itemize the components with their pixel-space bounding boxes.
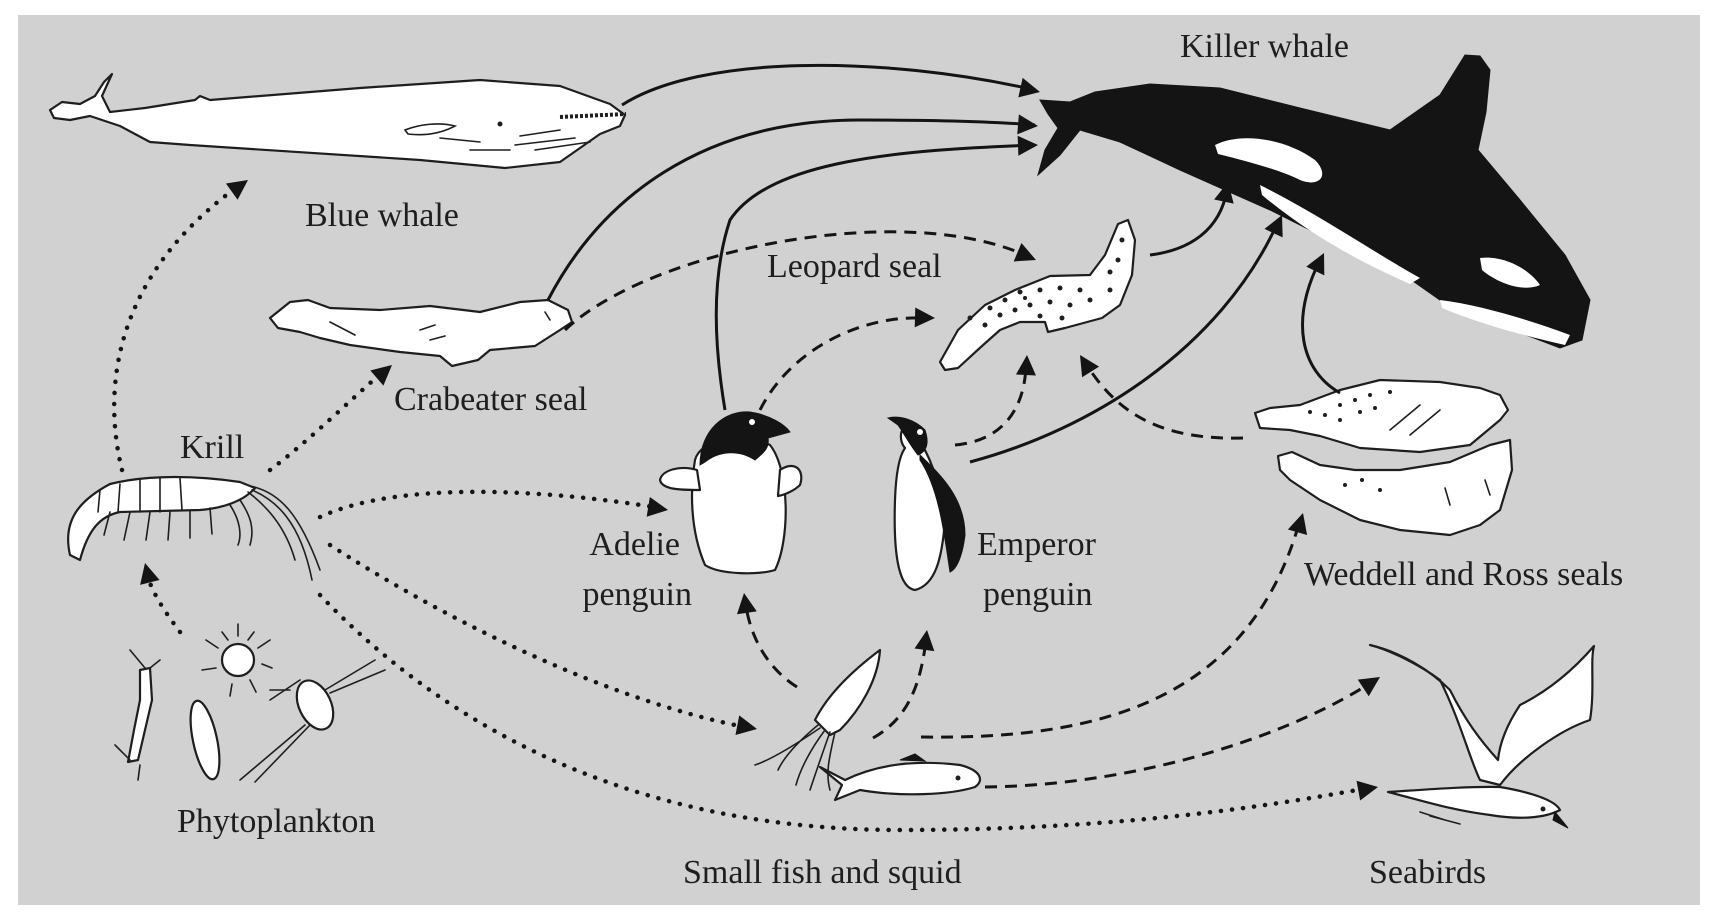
- arrowhead: [370, 365, 392, 386]
- arrowhead: [1017, 114, 1038, 135]
- arrow-small-fish-squid-to-emperor-penguin: [872, 630, 935, 740]
- krill-illustration: [67, 475, 321, 581]
- arrow-small-fish-squid-to-weddell-ross-seals: [920, 513, 1308, 739]
- label-emperor-penguin-line2: penguin: [983, 576, 1093, 613]
- food-web-arrows: [111, 63, 1380, 833]
- label-killer-whale: Killer whale: [1180, 28, 1349, 65]
- arrow-line: [920, 519, 1302, 739]
- arrow-adelie-penguin-to-leopard-seal: [758, 307, 935, 411]
- arrow-phytoplankton-to-krill: [140, 563, 183, 635]
- arrowhead: [1015, 355, 1036, 376]
- arrowhead: [1357, 677, 1380, 697]
- label-phytoplankton: Phytoplankton: [177, 803, 375, 840]
- arrow-krill-to-blue-whale: [111, 180, 248, 473]
- label-weddell-ross-seals: Weddell and Ross seals: [1304, 556, 1623, 593]
- arrow-line: [954, 364, 1028, 447]
- arrow-line: [714, 143, 1036, 411]
- killer-whale-illustration: [1037, 54, 1591, 349]
- arrow-adelie-penguin-to-killer-whale: [714, 135, 1038, 411]
- arrow-small-fish-squid-to-adelie-penguin: [736, 593, 798, 689]
- arrow-line: [1149, 189, 1229, 257]
- label-blue-whale: Blue whale: [305, 197, 459, 234]
- arrow-line: [267, 367, 388, 473]
- label-seabirds: Seabirds: [1369, 854, 1486, 891]
- leopard-seal-illustration: [938, 218, 1137, 372]
- arrow-krill-to-crabeater-seal: [267, 365, 392, 473]
- arrow-krill-to-small-fish-squid: [327, 542, 757, 736]
- label-small-fish-squid: Small fish and squid: [683, 854, 962, 891]
- arrowhead: [1306, 253, 1325, 276]
- arrow-line: [1301, 259, 1341, 395]
- arrow-line: [872, 639, 928, 740]
- label-crabeater-seal: Crabeater seal: [394, 381, 588, 418]
- arrow-line: [111, 182, 243, 473]
- arrowhead: [735, 715, 757, 736]
- adelie-penguin-illustration: [658, 411, 803, 575]
- arrowhead: [1264, 215, 1283, 238]
- arrowhead: [225, 180, 248, 200]
- arrowhead: [736, 593, 757, 615]
- arrow-line: [984, 678, 1376, 789]
- arrowhead: [1017, 135, 1038, 156]
- arrow-line: [317, 592, 1371, 833]
- arrowhead: [140, 563, 160, 585]
- arrow-krill-to-adelie-penguin: [317, 489, 668, 520]
- blue-whale-illustration: [48, 72, 627, 170]
- arrow-line: [1083, 361, 1244, 440]
- arrow-line: [969, 221, 1280, 464]
- arrow-emperor-penguin-to-killer-whale: [969, 215, 1283, 464]
- arrowhead: [914, 307, 935, 328]
- arrow-line: [621, 63, 1036, 107]
- arrow-small-fish-squid-to-seabirds: [984, 677, 1380, 789]
- arrow-line: [563, 230, 1026, 332]
- arrowhead: [1287, 513, 1308, 535]
- arrow-line: [546, 118, 1036, 301]
- arrow-emperor-penguin-to-leopard-seal: [954, 355, 1036, 447]
- seabird-illustration: [1368, 643, 1596, 829]
- arrow-crabeater-seal-to-killer-whale: [546, 114, 1038, 301]
- arrow-blue-whale-to-killer-whale: [621, 63, 1040, 107]
- phytoplankton-illustration: [114, 623, 386, 783]
- arrowhead: [1013, 243, 1036, 262]
- arrow-line: [317, 489, 663, 520]
- weddell-ross-seals-illustration: [1253, 378, 1514, 537]
- arrow-weddell-ross-seals-to-leopard-seal: [1080, 355, 1244, 440]
- arrowhead: [646, 496, 668, 517]
- arrowhead: [1080, 355, 1100, 378]
- label-leopard-seal: Leopard seal: [767, 248, 942, 285]
- label-adelie-penguin-line2: penguin: [582, 576, 692, 613]
- arrowhead: [1214, 182, 1234, 204]
- arrow-leopard-seal-to-killer-whale: [1149, 182, 1234, 257]
- emperor-penguin-illustration: [886, 416, 966, 592]
- arrow-krill-to-seabirds: [317, 592, 1378, 833]
- crabeater-seal-illustration: [268, 298, 574, 368]
- arrowhead: [1356, 780, 1378, 801]
- label-adelie-penguin-line1: Adelie: [589, 526, 680, 563]
- label-emperor-penguin-line1: Emperor: [977, 526, 1097, 563]
- arrow-crabeater-seal-to-leopard-seal: [563, 230, 1036, 332]
- arrow-line: [758, 316, 926, 411]
- squid-illustration: [754, 648, 882, 791]
- arrow-weddell-ross-seals-to-killer-whale: [1301, 253, 1341, 395]
- label-krill: Krill: [180, 429, 244, 466]
- fish-illustration: [818, 753, 982, 802]
- arrowhead: [914, 630, 935, 652]
- arrow-line: [743, 599, 798, 689]
- arrowhead: [1018, 77, 1040, 98]
